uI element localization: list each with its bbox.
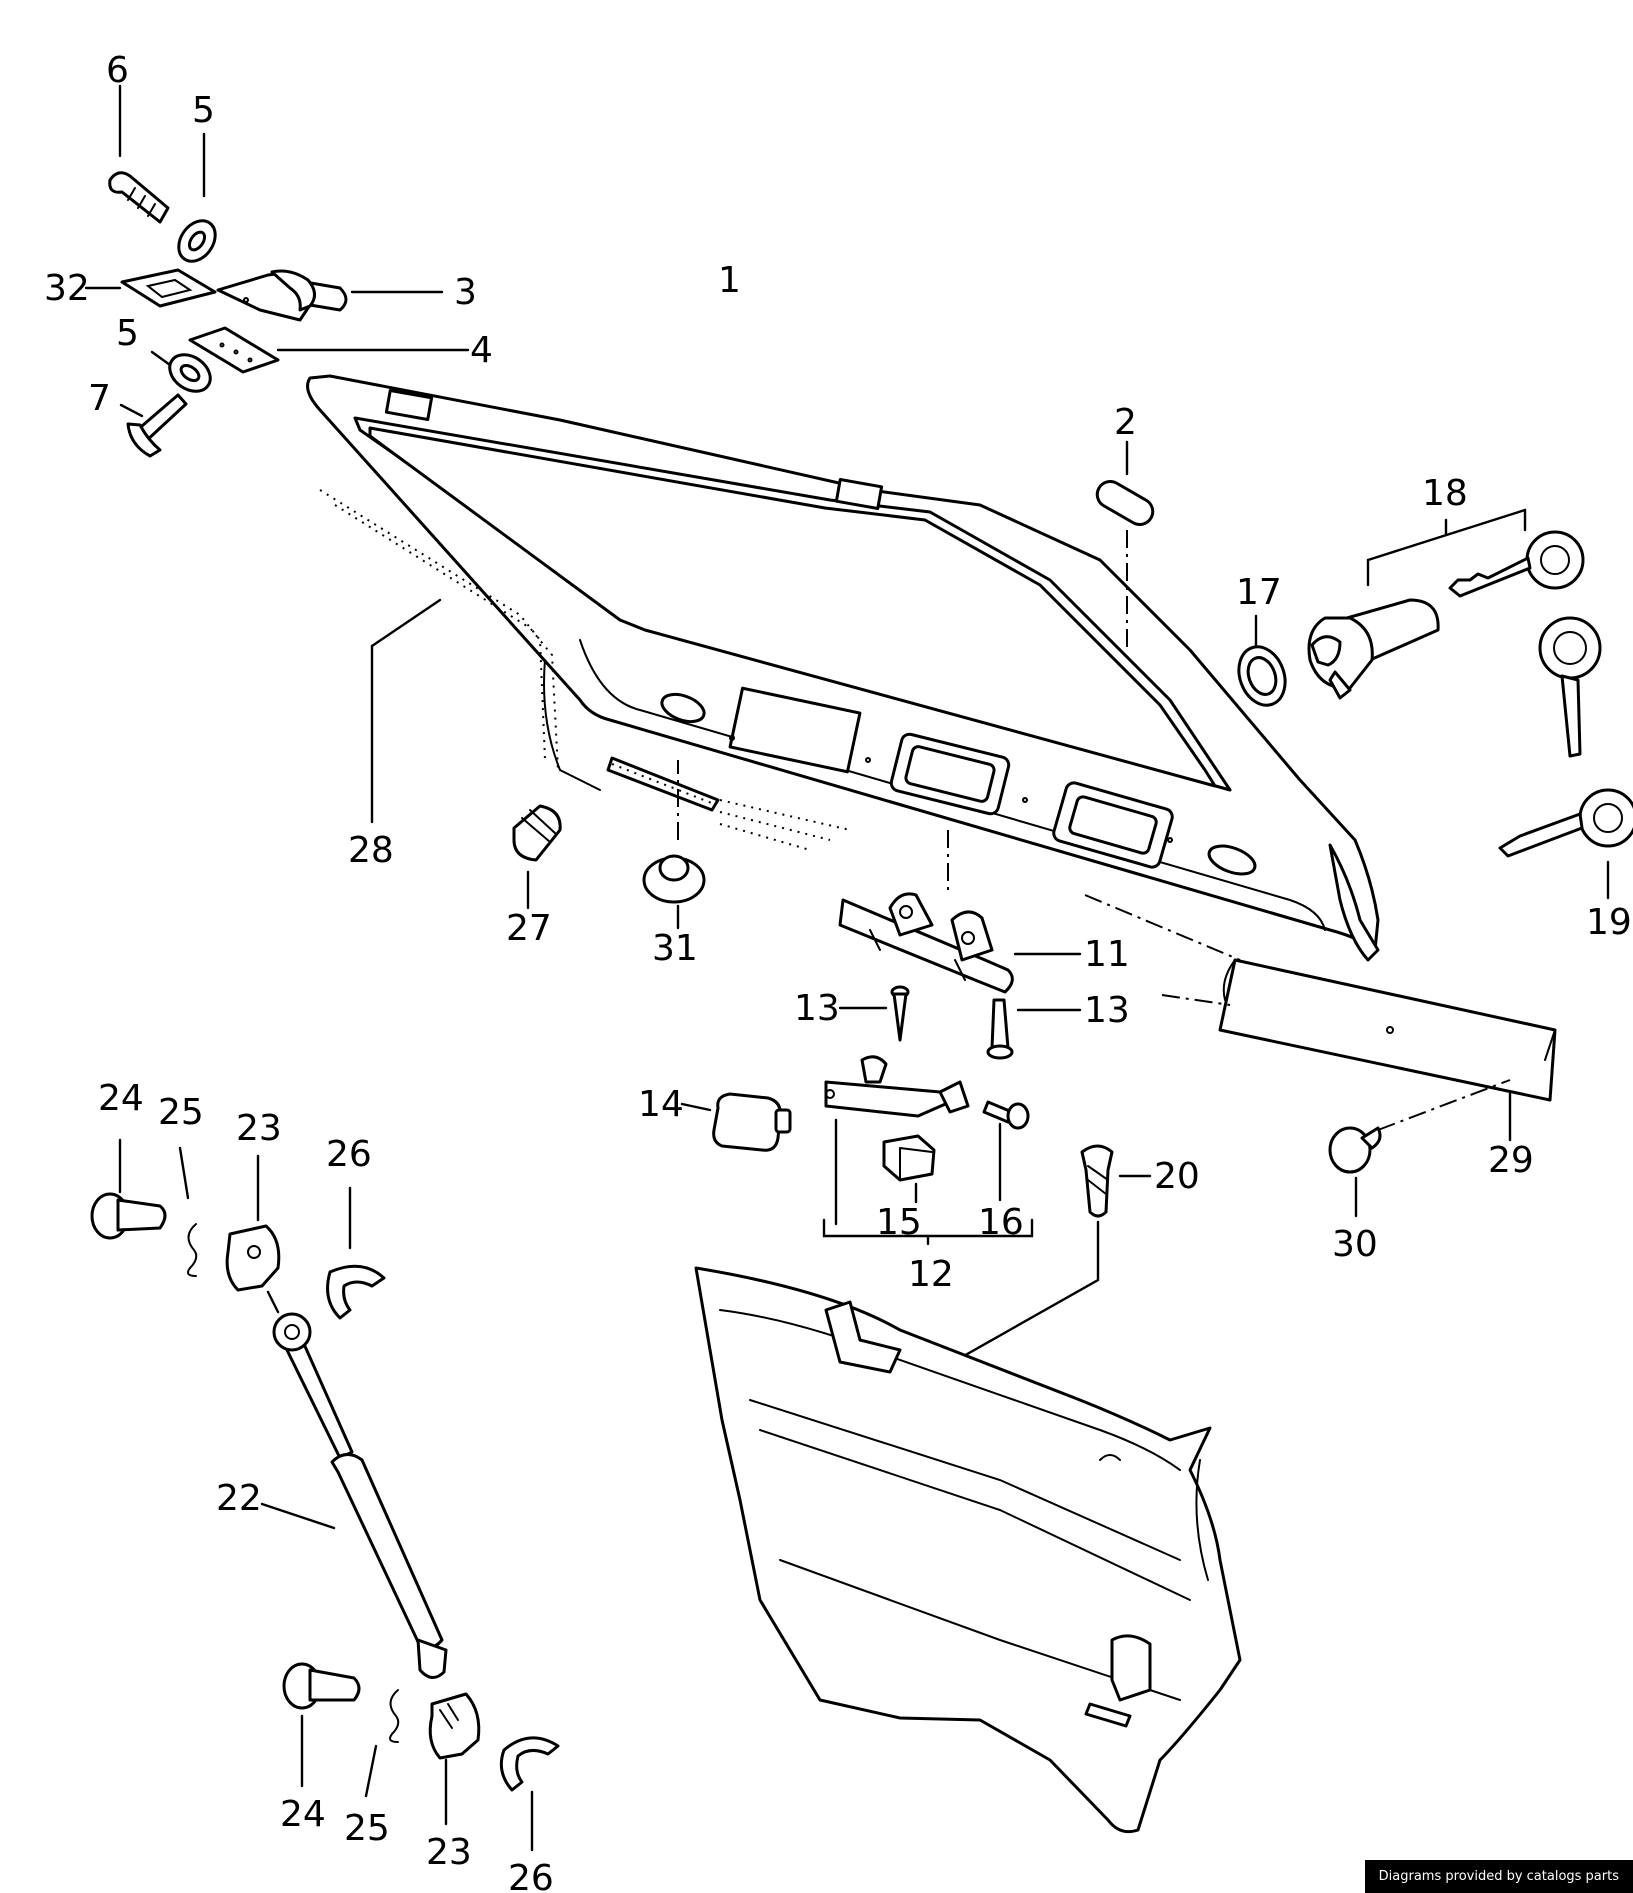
latch-bracket-part-12[interactable] bbox=[824, 1055, 970, 1118]
screw-part-16[interactable] bbox=[982, 1100, 1030, 1130]
bolt-part-7[interactable] bbox=[126, 393, 188, 458]
pad-part-4[interactable] bbox=[188, 326, 280, 374]
callout-5-upper: 5 bbox=[192, 90, 215, 131]
clip-part-25-upper[interactable] bbox=[187, 1223, 198, 1277]
tailgate-part-1[interactable] bbox=[306, 374, 1380, 962]
plate-part-32[interactable] bbox=[120, 268, 217, 308]
clip-part-25-lower[interactable] bbox=[389, 1689, 400, 1743]
grommet-part-30[interactable] bbox=[1328, 1126, 1382, 1174]
callout-7: 7 bbox=[88, 378, 111, 419]
callout-14: 14 bbox=[638, 1084, 684, 1125]
bushing-part-23-lower[interactable] bbox=[428, 1692, 481, 1760]
screw-part-13-right[interactable] bbox=[986, 998, 1014, 1060]
callout-27: 27 bbox=[506, 908, 552, 949]
callout-31: 31 bbox=[652, 928, 698, 969]
callout-5-lower: 5 bbox=[116, 313, 139, 354]
diagram-credit: Diagrams provided by catalogs parts bbox=[1364, 1860, 1633, 1893]
callout-11: 11 bbox=[1084, 934, 1130, 975]
callout-16: 16 bbox=[978, 1202, 1024, 1243]
callout-1: 1 bbox=[718, 260, 741, 301]
clip-part-26-lower[interactable] bbox=[499, 1736, 560, 1792]
callout-22: 22 bbox=[216, 1478, 262, 1519]
callout-13-left: 13 bbox=[794, 988, 840, 1029]
gasket-part-17[interactable] bbox=[1231, 640, 1293, 711]
plug-part-2[interactable] bbox=[1093, 477, 1158, 530]
callout-25-upper: 25 bbox=[158, 1092, 204, 1133]
callout-2: 2 bbox=[1114, 402, 1137, 443]
callout-6: 6 bbox=[106, 50, 129, 91]
pin-part-24-upper[interactable] bbox=[90, 1192, 167, 1240]
callout-28: 28 bbox=[348, 830, 394, 871]
buffer-part-27[interactable] bbox=[512, 804, 562, 862]
callout-17: 17 bbox=[1236, 572, 1282, 613]
callout-20: 20 bbox=[1154, 1156, 1200, 1197]
washer-part-5-lower[interactable] bbox=[163, 347, 217, 398]
bolt-part-6[interactable] bbox=[108, 171, 170, 224]
screw-part-13-left[interactable] bbox=[890, 985, 910, 1042]
block-part-15[interactable] bbox=[882, 1134, 936, 1182]
callout-12: 12 bbox=[908, 1254, 954, 1295]
key-part-18[interactable] bbox=[1448, 530, 1602, 758]
callout-25-lower: 25 bbox=[344, 1808, 390, 1849]
callout-29: 29 bbox=[1488, 1140, 1534, 1181]
callout-23-upper: 23 bbox=[236, 1108, 282, 1149]
callout-24-upper: 24 bbox=[98, 1078, 144, 1119]
callout-26-upper: 26 bbox=[326, 1134, 372, 1175]
callout-4: 4 bbox=[470, 330, 493, 371]
pin-part-24-lower[interactable] bbox=[282, 1662, 361, 1710]
key-part-19[interactable] bbox=[1498, 788, 1633, 858]
washer-part-5-upper[interactable] bbox=[171, 214, 222, 268]
callout-26-lower: 26 bbox=[508, 1858, 554, 1893]
reinforcement-part-29[interactable] bbox=[1218, 958, 1557, 1102]
clip-part-31[interactable] bbox=[642, 854, 706, 904]
body-rear-panel bbox=[694, 1266, 1242, 1834]
callout-24-lower: 24 bbox=[280, 1794, 326, 1835]
callout-30: 30 bbox=[1332, 1224, 1378, 1265]
clip-part-26-upper[interactable] bbox=[326, 1264, 386, 1320]
strip-part-28[interactable] bbox=[606, 756, 720, 812]
gas-strut-part-22[interactable] bbox=[272, 1312, 448, 1679]
callout-18: 18 bbox=[1422, 473, 1468, 514]
callout-19: 19 bbox=[1586, 902, 1632, 943]
lock-latch-part-11[interactable] bbox=[838, 892, 1014, 994]
callout-3: 3 bbox=[454, 272, 477, 313]
callout-23-lower: 23 bbox=[426, 1832, 472, 1873]
callout-32: 32 bbox=[44, 268, 90, 309]
callout-15: 15 bbox=[876, 1202, 922, 1243]
hinge-part-3[interactable] bbox=[216, 269, 348, 322]
bushing-part-23-upper[interactable] bbox=[225, 1224, 281, 1292]
buffer-part-14[interactable] bbox=[712, 1092, 792, 1152]
buffer-part-20[interactable] bbox=[1080, 1144, 1114, 1218]
callout-13-right: 13 bbox=[1084, 990, 1130, 1031]
lock-cylinder-part-18[interactable] bbox=[1307, 598, 1440, 700]
